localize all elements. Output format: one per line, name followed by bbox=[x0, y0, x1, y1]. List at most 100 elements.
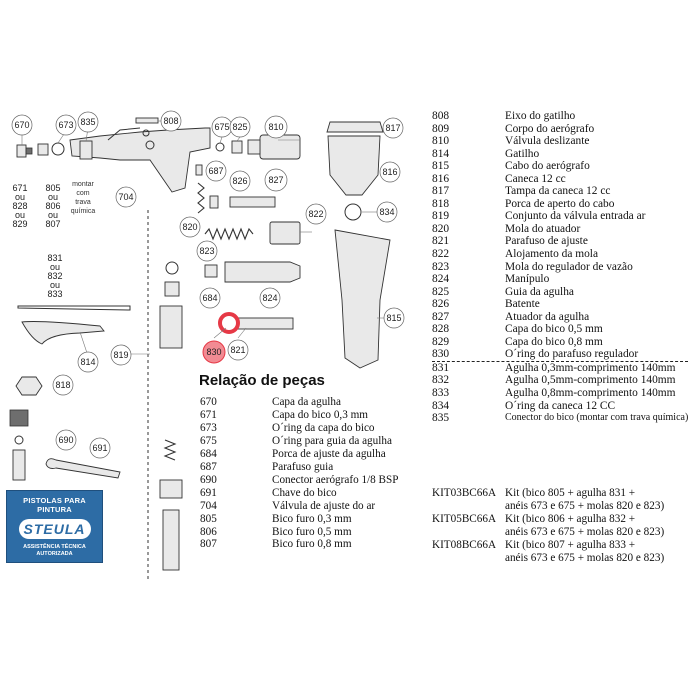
callout-830: 830 bbox=[206, 347, 221, 357]
needle-guide-825 bbox=[231, 140, 243, 154]
svg-text:ou: ou bbox=[50, 280, 60, 290]
callout-690: 690 bbox=[58, 435, 73, 445]
callout-825: 825 bbox=[232, 122, 247, 132]
guide-screw-687 bbox=[195, 164, 203, 176]
handle-815 bbox=[334, 229, 391, 369]
stop-826 bbox=[209, 195, 219, 209]
callout-816: 816 bbox=[382, 167, 397, 177]
sliding-valve-810 bbox=[259, 134, 301, 160]
air-valve-group-819 bbox=[147, 210, 183, 580]
callout-814: 814 bbox=[80, 357, 95, 367]
kit-item-line2: anéis 673 e 675 + molas 820 e 823) bbox=[505, 551, 665, 564]
svg-text:ou: ou bbox=[15, 192, 25, 202]
oring-673 bbox=[51, 142, 65, 156]
svg-text:ou: ou bbox=[50, 262, 60, 272]
callout-826: 826 bbox=[232, 176, 247, 186]
callout-675: 675 bbox=[214, 122, 229, 132]
nozzle-connector-835 bbox=[79, 140, 93, 160]
callout-820: 820 bbox=[182, 222, 197, 232]
handle-nut-818 bbox=[15, 376, 43, 396]
callout-835: 835 bbox=[80, 117, 95, 127]
svg-text:química: química bbox=[71, 208, 96, 215]
oring-675 bbox=[215, 142, 225, 152]
stack-671: 671 ou 828 ou 829 bbox=[12, 183, 27, 229]
svg-text:com: com bbox=[76, 190, 89, 197]
logo-sub-text: ASSISTÊNCIA TÉCNICA AUTORIZADA bbox=[23, 544, 86, 557]
callout-834: 834 bbox=[379, 207, 394, 217]
trigger-814 bbox=[21, 321, 105, 345]
callout-687: 687 bbox=[208, 166, 223, 176]
callouts: 670 673 835 808 675 825 810 817 687 826 … bbox=[11, 110, 405, 459]
callout-819: 819 bbox=[113, 350, 128, 360]
svg-text:832: 832 bbox=[47, 271, 62, 281]
note-montar: montar com trava química bbox=[71, 181, 96, 215]
cup-lid-817 bbox=[326, 121, 384, 133]
flow-spring-823 bbox=[204, 227, 254, 241]
callout-810: 810 bbox=[268, 122, 283, 132]
needle-cap-670 bbox=[16, 144, 27, 158]
svg-text:833: 833 bbox=[47, 289, 62, 299]
callout-824: 824 bbox=[262, 293, 277, 303]
svg-text:805: 805 bbox=[45, 183, 60, 193]
cup-816 bbox=[327, 135, 381, 196]
callout-823: 823 bbox=[199, 246, 214, 256]
cup-oring-834 bbox=[344, 203, 362, 221]
callout-691: 691 bbox=[92, 443, 107, 453]
nozzle-wrench-691 bbox=[45, 458, 121, 479]
trigger-axle-808 bbox=[135, 117, 159, 124]
callout-817: 817 bbox=[385, 123, 400, 133]
svg-text:ou: ou bbox=[48, 192, 58, 202]
callout-684: 684 bbox=[202, 293, 217, 303]
svg-text:ou: ou bbox=[48, 210, 58, 220]
spring-housing-822 bbox=[269, 221, 301, 245]
callout-818: 818 bbox=[55, 380, 70, 390]
svg-text:831: 831 bbox=[47, 253, 62, 263]
actuator-spring-820 bbox=[197, 182, 205, 214]
parts-list-title: Relação de peças bbox=[199, 372, 325, 389]
svg-text:trava: trava bbox=[75, 199, 91, 206]
callout-821: 821 bbox=[230, 345, 245, 355]
callout-808: 808 bbox=[163, 116, 178, 126]
stack-805: 805 ou 806 ou 807 bbox=[45, 183, 60, 229]
connector-690 bbox=[9, 409, 29, 427]
kit-item-line2: anéis 673 e 675 + molas 820 e 823) bbox=[505, 525, 665, 538]
knob-824 bbox=[224, 261, 301, 283]
logo-brand: STEULA bbox=[18, 519, 91, 539]
